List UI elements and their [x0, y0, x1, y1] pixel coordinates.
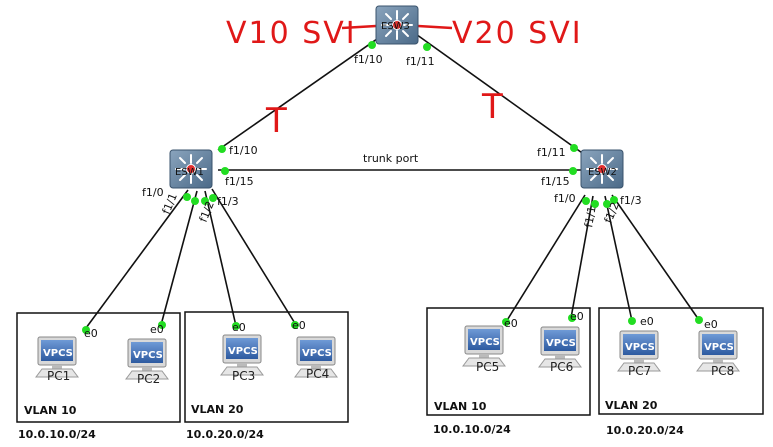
pc7[interactable]: VPCS PC7 — [617, 330, 661, 378]
pc7-label: PC7 — [628, 364, 651, 378]
port-label-esw3-f1-10: f1/10 — [354, 53, 383, 66]
trunk-mark-right: T — [481, 87, 505, 127]
port-label-esw2-f1-11: f1/11 — [537, 146, 566, 159]
vpcs-badge: VPCS — [302, 348, 332, 359]
vpcs-badge: VPCS — [43, 348, 73, 359]
pc5[interactable]: VPCS PC5 — [462, 325, 506, 374]
links — [85, 31, 700, 329]
pc2-label: PC2 — [137, 372, 160, 386]
link-esw1-pc3 — [204, 190, 237, 327]
port-label-pc3-e0: e0 — [232, 321, 246, 334]
vpcs-badge: VPCS — [133, 350, 163, 361]
port-label-pc7-e0: e0 — [640, 315, 654, 328]
switch-esw1[interactable]: ESW1 — [169, 149, 213, 189]
port-label-pc1-e0: e0 — [84, 327, 98, 340]
port-label-esw2-f1-3: f1/3 — [620, 194, 642, 207]
vlan-box-1-label: VLAN 10 — [24, 404, 77, 417]
port-label-esw1-f1-15: f1/15 — [225, 175, 254, 188]
port-label-pc6-e0: e0 — [570, 310, 584, 323]
pc8[interactable]: VPCS PC8 — [696, 330, 740, 378]
link-esw2-pc6 — [570, 195, 594, 319]
pc3-label: PC3 — [232, 369, 255, 383]
port-label-esw2-f1-0: f1/0 — [554, 192, 576, 205]
vlan-box-2 — [184, 311, 349, 423]
port-label-pc2-e0: e0 — [150, 323, 164, 336]
trunk-mark-left: T — [265, 101, 289, 141]
switch-esw3-name: ESW3 — [381, 21, 410, 32]
port-label-esw1-f1-3: f1/3 — [217, 195, 239, 208]
port-label-esw2-f1-1: f1/1 — [582, 205, 599, 229]
pc4[interactable]: VPCS PC4 — [294, 336, 338, 381]
pc6[interactable]: VPCS PC6 — [538, 326, 582, 374]
link-esw2-pc7 — [604, 195, 633, 322]
link-esw1-pc4 — [211, 188, 297, 326]
pc3[interactable]: VPCS PC3 — [220, 334, 264, 383]
pc6-label: PC6 — [550, 360, 573, 374]
vpcs-badge: VPCS — [228, 346, 258, 357]
port-label-esw3-f1-11: f1/11 — [406, 55, 435, 68]
pc1[interactable]: VPCS PC1 — [35, 336, 79, 383]
vlan-box-4 — [598, 307, 764, 415]
link-esw2-pc5 — [505, 194, 586, 323]
trunk-port-label: trunk port — [363, 152, 419, 165]
port-label-pc4-e0: e0 — [292, 319, 306, 332]
vpcs-badge: VPCS — [546, 338, 576, 349]
vlan-box-2-label: VLAN 20 — [191, 403, 244, 416]
pc2[interactable]: VPCS PC2 — [125, 338, 169, 386]
vlan-box-1 — [16, 312, 181, 423]
port-label-esw1-f1-10: f1/10 — [229, 144, 258, 157]
link-esw3-esw1 — [217, 31, 388, 151]
link-esw1-pc2 — [160, 190, 198, 326]
switch-esw2-name: ESW2 — [588, 167, 617, 178]
vlan-box-3 — [426, 307, 591, 416]
switch-esw3[interactable]: ESW3 — [375, 5, 419, 45]
port-label-pc8-e0: e0 — [704, 318, 718, 331]
pc5-label: PC5 — [476, 360, 499, 374]
pc4-label: PC4 — [306, 367, 329, 381]
subnet-box-3: 10.0.10.0/24 — [433, 423, 511, 436]
link-esw3-esw2 — [412, 31, 593, 161]
port-label-esw1-f1-2: f1/2 — [197, 199, 217, 224]
port-dots — [82, 41, 703, 334]
vlan-box-3-label: VLAN 10 — [434, 400, 487, 413]
pc8-label: PC8 — [711, 364, 734, 378]
vpcs-badge: VPCS — [704, 342, 734, 353]
v10-svi-annotation: V10 SVI — [226, 16, 357, 51]
svi-left-connector — [341, 24, 377, 30]
switch-esw1-name: ESW1 — [175, 167, 204, 178]
link-esw1-pc1 — [85, 189, 189, 329]
port-label-esw2-f1-15: f1/15 — [541, 175, 570, 188]
v20-svi-annotation: V20 SVI — [452, 16, 583, 51]
switch-esw2[interactable]: ESW2 — [580, 149, 624, 189]
pc1-label: PC1 — [47, 369, 70, 383]
link-esw2-pc8 — [611, 194, 700, 321]
subnet-box-2: 10.0.20.0/24 — [186, 428, 264, 441]
svi-right-connector — [417, 24, 453, 30]
port-label-esw1-f1-0: f1/0 — [142, 186, 164, 199]
subnet-box-1: 10.0.10.0/24 — [18, 428, 96, 441]
vlan-box-4-label: VLAN 20 — [605, 399, 658, 412]
vpcs-badge: VPCS — [470, 337, 500, 348]
port-label-pc5-e0: e0 — [504, 317, 518, 330]
vpcs-badge: VPCS — [625, 342, 655, 353]
subnet-box-4: 10.0.20.0/24 — [606, 424, 684, 437]
